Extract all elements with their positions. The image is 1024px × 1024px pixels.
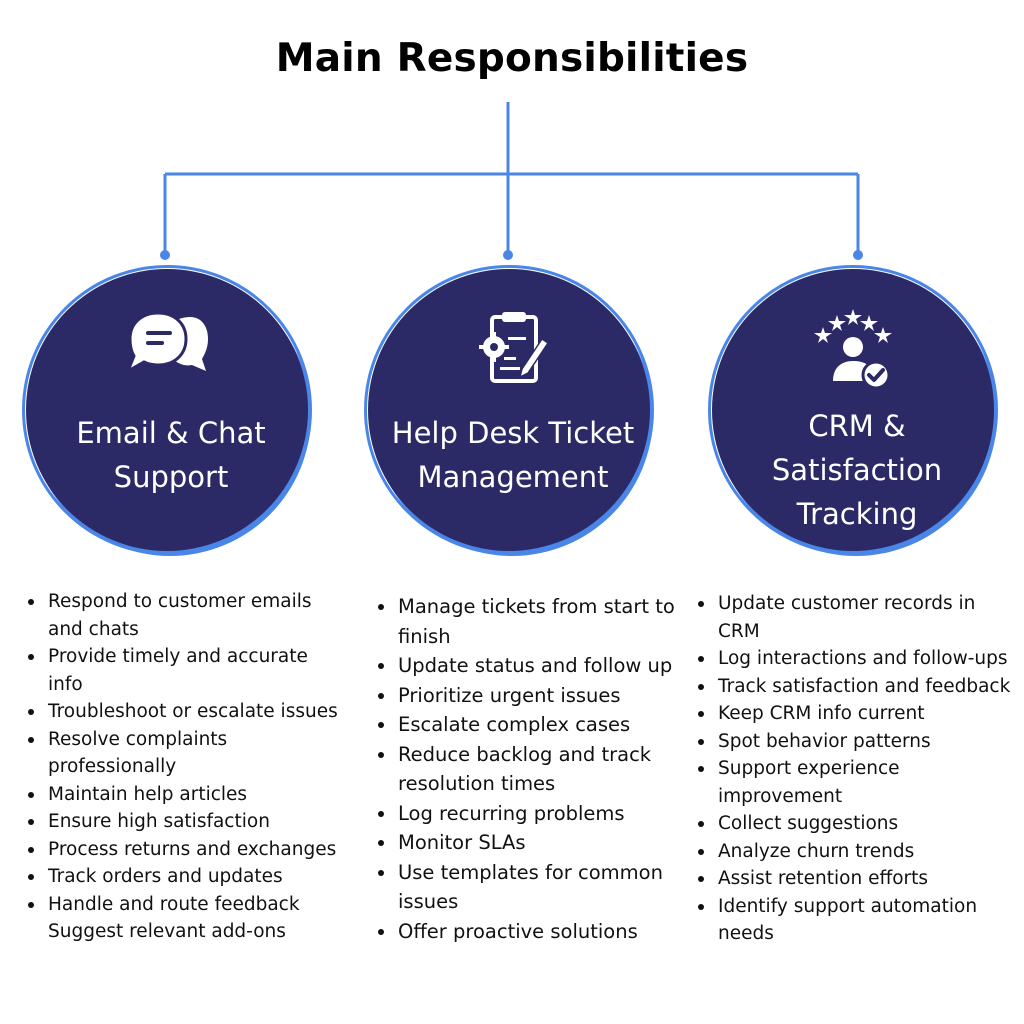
list-item: Prioritize urgent issues (376, 681, 688, 711)
list-item: Provide timely and accurate info (26, 643, 346, 698)
circle-disc: Help Desk Ticket Management (368, 269, 650, 551)
circle-ring (22, 265, 312, 555)
clipboard-gear-icon (479, 312, 550, 383)
list-item: Analyze churn trends (696, 838, 1016, 866)
circle-label-line: Email & Chat (76, 416, 266, 450)
list-item: Update status and follow up (376, 651, 688, 681)
list-item: Suggest relevant add-ons (48, 921, 286, 942)
list-item: Process returns and exchanges (26, 836, 346, 864)
list-item: Offer proactive solutions (376, 917, 688, 947)
responsibility-list-email-chat: Respond to customer emails and chats Pro… (26, 588, 346, 946)
circle-email-chat-support: Email & Chat Support (22, 265, 318, 561)
circle-label-line: Tracking (796, 497, 918, 531)
list-item: Track orders and updates (26, 863, 346, 891)
responsibility-list-help-desk: Manage tickets from start to finish Upda… (376, 592, 688, 946)
branch-right-dot (853, 250, 863, 260)
list-item: Update customer records in CRM (696, 590, 1016, 645)
list-item: Respond to customer emails and chats (26, 588, 346, 643)
circle-label: Email & Chat Support (36, 411, 306, 499)
list-item: Support experience improvement (696, 755, 1016, 810)
circle-label-line: Satisfaction (771, 453, 943, 487)
responsibility-list-crm: Update customer records in CRM Log inter… (696, 590, 1016, 948)
list-item: Handle and route feedback (26, 891, 346, 919)
list-item: Use templates for common issues (376, 858, 688, 917)
circle-ring (708, 265, 998, 555)
user-stars-check-icon (814, 309, 892, 389)
list-item: Keep CRM info current (696, 700, 1016, 728)
branch-center-dot (503, 250, 513, 260)
list-item: Ensure high satisfaction (26, 808, 346, 836)
circle-disc: CRM & Satisfaction Tracking (712, 269, 994, 551)
circle-label: Help Desk Ticket Management (378, 411, 648, 499)
page-title: Main Responsibilities (275, 36, 749, 81)
list-item: Maintain help articles (26, 781, 346, 809)
circle-label-line: Support (113, 460, 229, 494)
list-item: Track satisfaction and feedback (696, 673, 1016, 701)
circle-label-line: Help Desk Ticket (391, 416, 635, 450)
list-item: Spot behavior patterns (696, 728, 1016, 756)
list-item: Manage tickets from start to finish (376, 592, 688, 651)
list-item: Log interactions and follow-ups (696, 645, 1016, 673)
circle-ring (364, 265, 654, 555)
circle-disc: Email & Chat Support (26, 269, 308, 551)
list-item: Reduce backlog and track resolution time… (376, 740, 688, 799)
branch-left-dot (160, 250, 170, 260)
circle-label-line: Management (417, 460, 609, 494)
chat-bubbles-icon (125, 311, 208, 375)
list-item: Log recurring problems (376, 799, 688, 829)
circle-label-line: CRM & (808, 409, 906, 443)
circle-crm-satisfaction-tracking: CRM & Satisfaction Tracking (708, 265, 1004, 561)
list-item: Identify support automation needs (696, 893, 1016, 948)
list-item: Escalate complex cases (376, 710, 688, 740)
circle-help-desk-ticket-management: Help Desk Ticket Management (364, 265, 660, 561)
list-item: Monitor SLAs (376, 828, 688, 858)
circle-label: CRM & Satisfaction Tracking (722, 404, 992, 536)
list-item: Troubleshoot or escalate issues (26, 698, 346, 726)
connector-lines (160, 102, 863, 260)
list-item: Assist retention efforts (696, 865, 1016, 893)
list-item: Resolve complaints professionally (26, 726, 346, 781)
list-item: Collect suggestions (696, 810, 1016, 838)
